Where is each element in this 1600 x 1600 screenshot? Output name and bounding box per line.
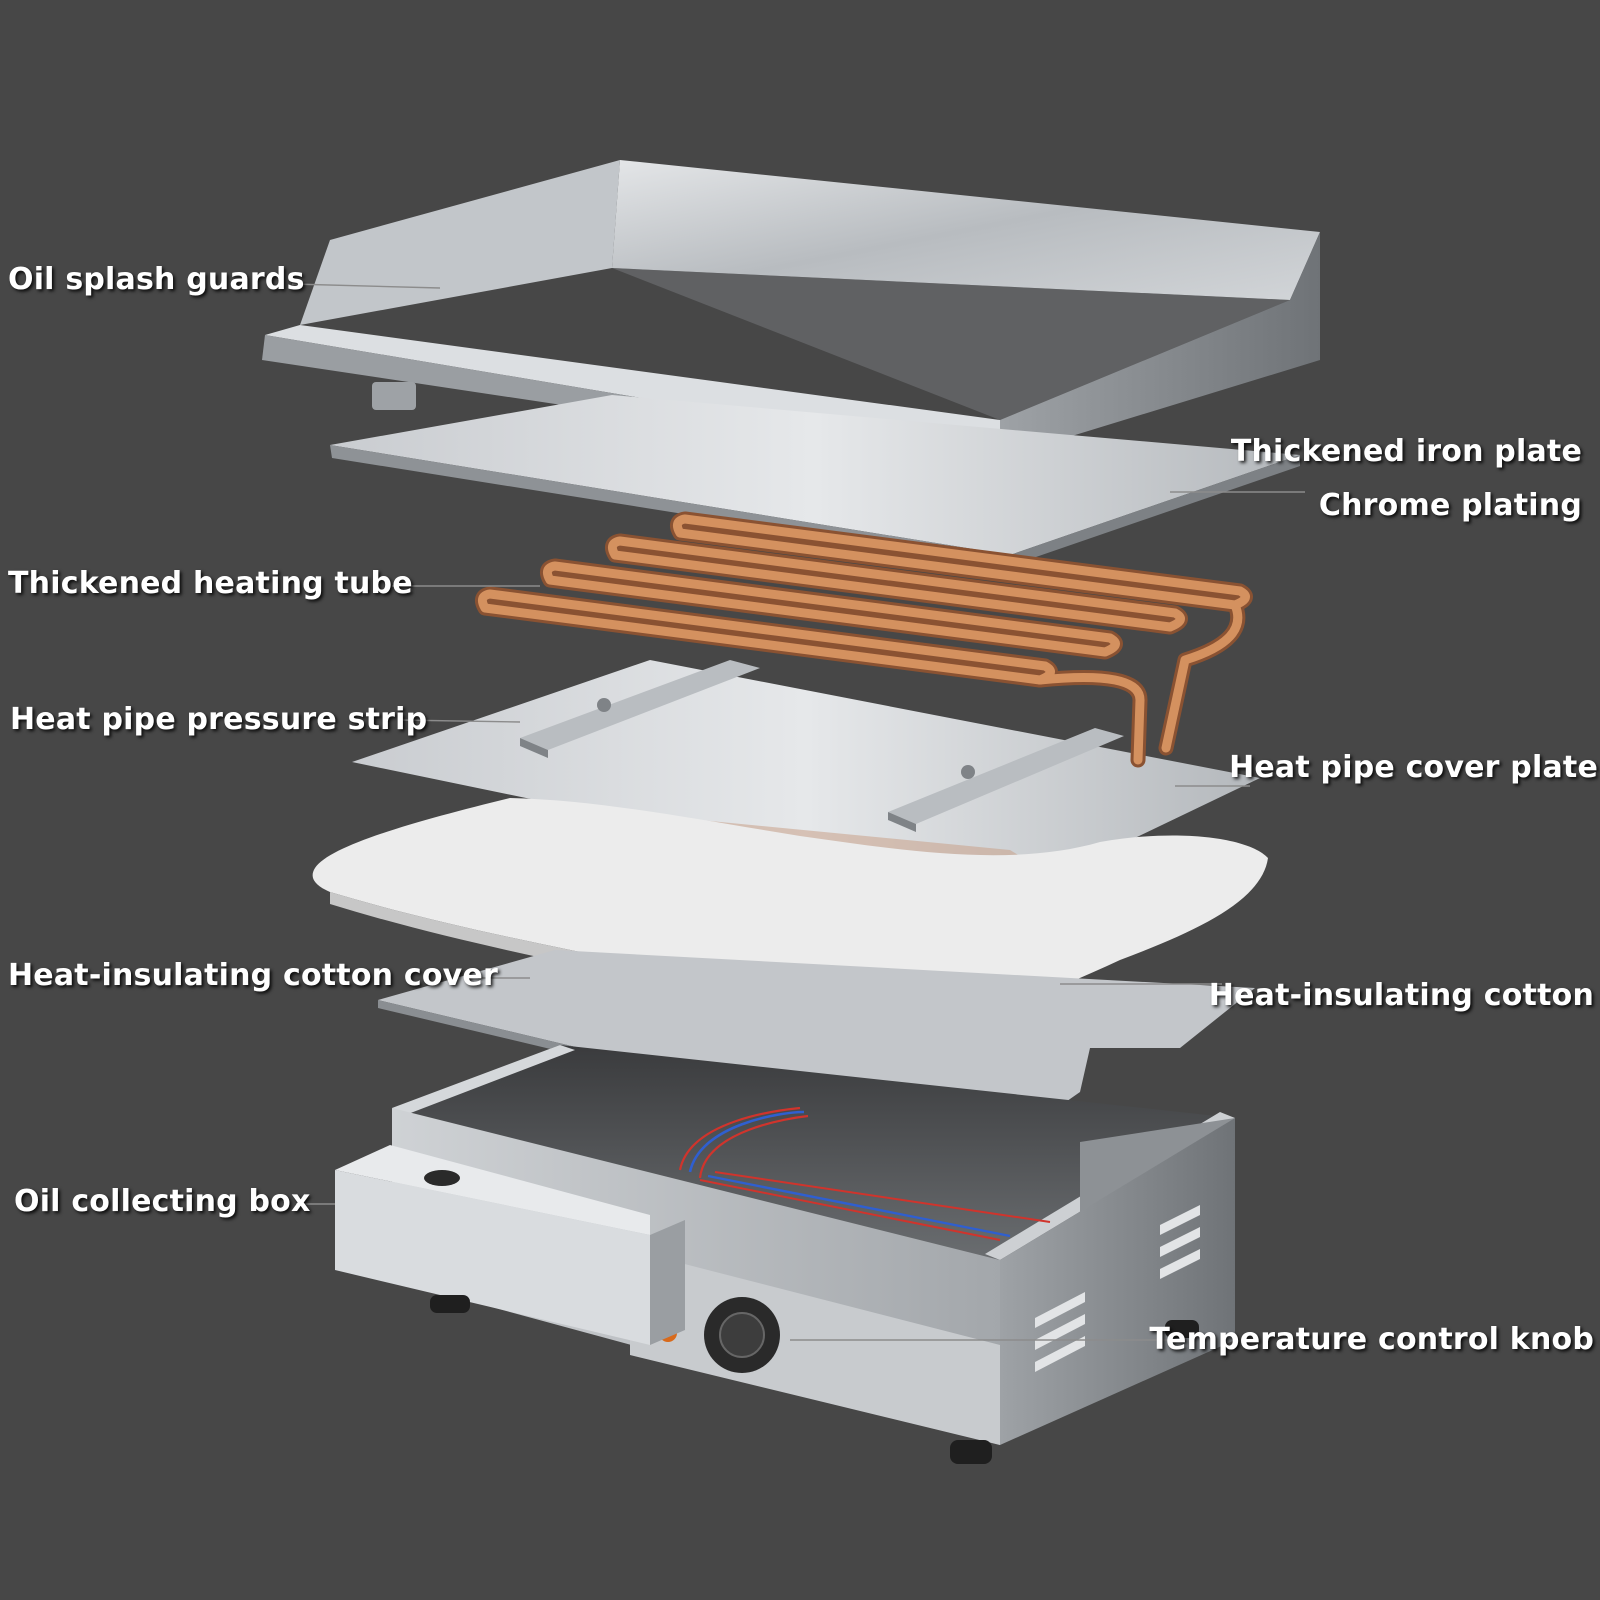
heating-tube-part <box>474 511 1253 768</box>
label-temperature-control-knob: Temperature control knob <box>1149 1322 1594 1357</box>
label-heat-insulating-cotton-cover: Heat-insulating cotton cover <box>8 958 498 993</box>
label-chrome-plating: Chrome plating <box>1318 488 1582 523</box>
label-heat-insulating-cotton: Heat-insulating cotton <box>1208 978 1594 1013</box>
label-oil-collecting-box: Oil collecting box <box>14 1184 311 1219</box>
label-heat-pipe-pressure-strip: Heat pipe pressure strip <box>10 702 428 737</box>
label-heat-pipe-cover-plate: Heat pipe cover plate <box>1229 750 1598 785</box>
leader-lines <box>291 283 1305 1341</box>
label-thickened-iron-plate: Thickened iron plate <box>1230 434 1582 469</box>
label-oil-splash-guards: Oil splash guards <box>8 262 305 297</box>
label-thickened-heating-tube: Thickened heating tube <box>8 566 413 601</box>
base-housing-part <box>335 1045 1235 1464</box>
